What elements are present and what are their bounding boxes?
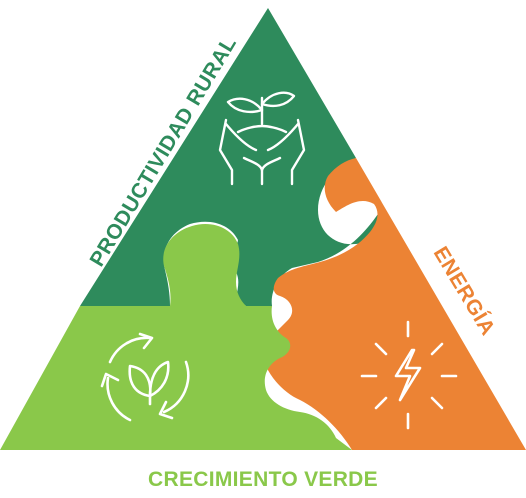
energy-piece bbox=[264, 158, 526, 450]
green-growth-piece bbox=[0, 224, 352, 450]
label-green-growth: CRECIMIENTO VERDE bbox=[148, 468, 378, 491]
recycle-leaves-icon bbox=[100, 332, 190, 422]
lightning-bolt-icon bbox=[360, 320, 458, 430]
hands-holding-plant-icon bbox=[218, 91, 306, 186]
rural-productivity-piece bbox=[80, 8, 386, 306]
